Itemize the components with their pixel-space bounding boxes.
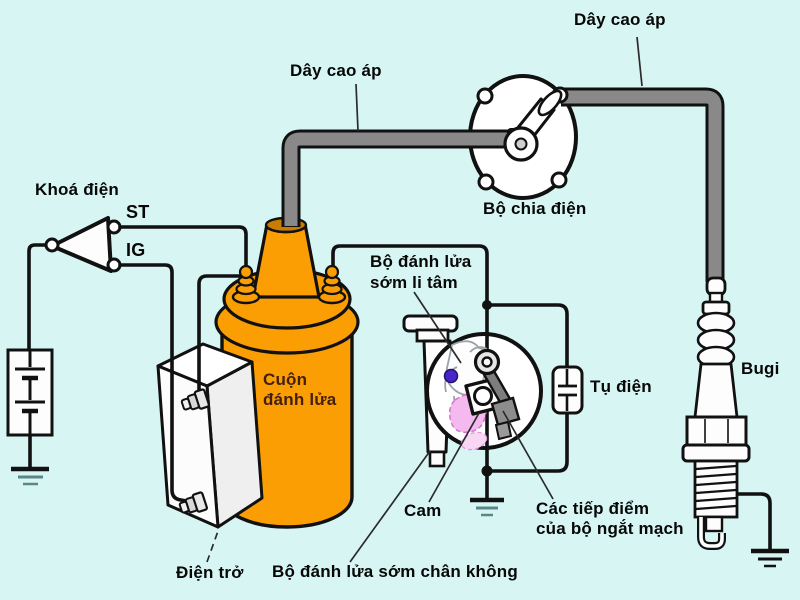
coil-terminal-negative: [317, 264, 347, 305]
coil-terminal-positive: [231, 264, 261, 305]
breaker-ground-icon: [470, 497, 504, 517]
label-spark-plug: Bugi: [741, 359, 780, 378]
label-breaker-points: Các tiếp điểm của bộ ngắt mạch: [536, 499, 684, 538]
capacitor-icon: [551, 365, 584, 415]
label-resistor: Điện trở: [176, 563, 244, 582]
coil-tower-mouth: [264, 224, 308, 234]
points-contact-block: [490, 396, 521, 427]
wire-st: [118, 225, 248, 267]
advance-pivot-dot: [443, 368, 459, 384]
label-terminal-st: ST: [126, 202, 150, 222]
breaker-plate: [425, 332, 543, 451]
plug-ground-icon: [737, 492, 789, 568]
ignition-switch-icon: [44, 216, 122, 273]
label-cam: Cam: [404, 501, 442, 520]
label-terminal-ig: IG: [126, 240, 146, 260]
label-pointer-lines: [206, 36, 643, 563]
wire-to-capacitor-top: [485, 303, 569, 369]
label-ignition-switch: Khoá điện: [35, 180, 119, 199]
hv-cable-coil-to-distributor: [281, 129, 524, 227]
label-centrifugal-advance: Bộ đánh lửa sớm li tâm: [370, 252, 472, 292]
wire-capacitor-bottom: [485, 411, 569, 473]
plug-gasket: [681, 443, 751, 463]
insulator-cone: [693, 362, 739, 419]
advance-spring-pink-2: [460, 431, 488, 451]
label-distributor: Bộ chia điện: [483, 199, 587, 218]
battery-ground-icon: [11, 435, 49, 486]
wire-resistor-to-coil: [197, 274, 248, 395]
center-electrode: [704, 515, 724, 533]
label-capacitor: Tụ điện: [590, 377, 652, 396]
wire-coil-to-points: [331, 244, 489, 305]
junction-dot-bottom: [481, 465, 493, 477]
cam-shaft: [473, 386, 493, 406]
circuit-wires: [118, 225, 569, 504]
distributor-rotor: [503, 89, 563, 162]
battery-icon: [6, 243, 54, 437]
label-hv-wire-left: Dây cao áp: [290, 61, 382, 80]
junction-dot-top: [482, 300, 492, 310]
label-vacuum-advance: Bộ đánh lửa sớm chân không: [272, 562, 518, 581]
wire-ig: [118, 263, 194, 504]
points-contact-foot: [494, 420, 513, 441]
label-ignition-coil: Cuộn đánh lửa: [263, 370, 337, 409]
plug-hex-nut: [685, 415, 748, 447]
coil-hv-tower: [251, 222, 321, 299]
label-hv-wire-right: Dây cao áp: [574, 10, 666, 29]
resistor-terminal-bottom: [178, 491, 208, 514]
spark-plug: [681, 276, 751, 550]
hv-cable-distributor-to-plug: [561, 87, 725, 282]
resistor-terminal-top: [180, 388, 210, 411]
